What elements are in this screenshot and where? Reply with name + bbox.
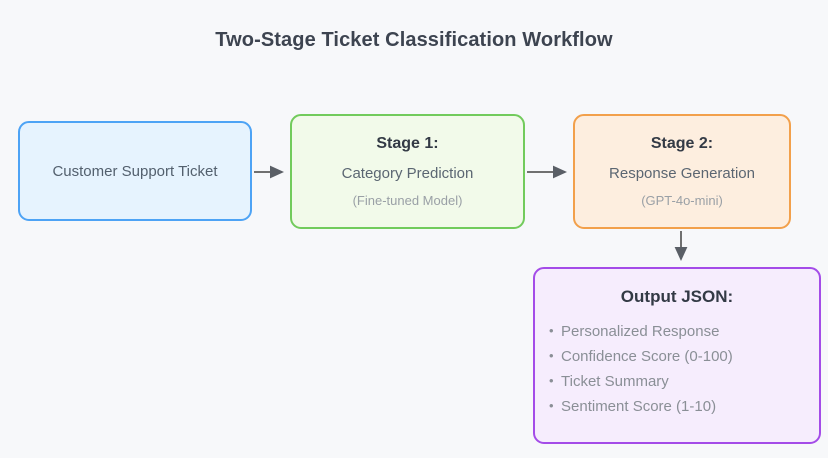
node-stage1-subtitle: Category Prediction — [341, 164, 474, 182]
node-output-heading: Output JSON: — [620, 287, 734, 306]
node-stage-2[interactable]: Stage 2: Response Generation (GPT-4o-min… — [573, 114, 791, 229]
node-stage1-note: (Fine-tuned Model) — [352, 192, 463, 208]
page-title: Two-Stage Ticket Classification Workflow — [215, 29, 613, 51]
node-output-json[interactable]: Output JSON: Personalized Response Confi… — [533, 267, 821, 444]
node-input-label: Customer Support Ticket — [52, 162, 218, 180]
list-item: Ticket Summary — [549, 365, 819, 390]
node-stage2-subtitle: Response Generation — [609, 164, 755, 182]
node-stage2-note: (GPT-4o-mini) — [641, 192, 723, 208]
node-customer-support-ticket[interactable]: Customer Support Ticket — [18, 121, 252, 221]
list-item: Sentiment Score (1-10) — [549, 390, 819, 415]
node-stage-1[interactable]: Stage 1: Category Prediction (Fine-tuned… — [290, 114, 525, 229]
list-item: Personalized Response — [549, 315, 819, 340]
output-field-list: Personalized Response Confidence Score (… — [535, 315, 819, 415]
list-item: Confidence Score (0-100) — [549, 340, 819, 365]
node-stage1-heading: Stage 1: — [376, 135, 439, 153]
node-stage2-heading: Stage 2: — [650, 135, 714, 153]
